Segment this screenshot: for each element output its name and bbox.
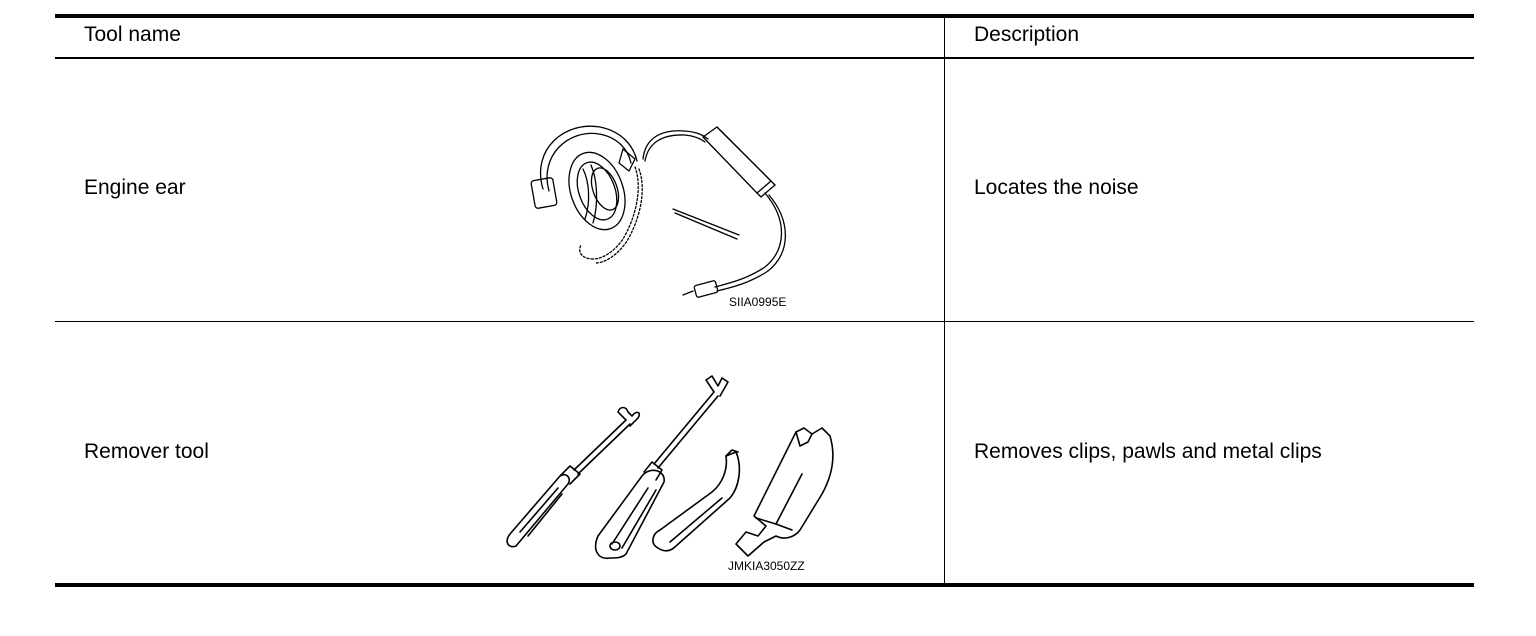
header-tool-name: Tool name bbox=[84, 23, 181, 46]
row-engine-ear-description: Locates the noise bbox=[974, 176, 1139, 199]
header-divider-rule bbox=[55, 57, 1474, 59]
remover-tool-figure-code: JMKIA3050ZZ bbox=[728, 559, 805, 573]
tool-table: Tool name Description Engine ear Locates… bbox=[55, 14, 1474, 588]
table-bottom-rule bbox=[55, 583, 1474, 587]
remover-tool-set-illustration-icon bbox=[500, 366, 845, 591]
table-top-rule bbox=[55, 14, 1474, 18]
row-divider-rule bbox=[55, 321, 1474, 322]
row-remover-tool-description: Removes clips, pawls and metal clips bbox=[974, 440, 1322, 463]
row-remover-tool-tool-name: Remover tool bbox=[84, 440, 209, 463]
column-divider bbox=[944, 14, 945, 587]
engine-ear-figure-code: SIIA0995E bbox=[729, 295, 787, 309]
row-engine-ear-tool-name: Engine ear bbox=[84, 176, 186, 199]
engine-ear-headset-illustration-icon bbox=[525, 109, 815, 309]
header-description: Description bbox=[974, 23, 1080, 46]
